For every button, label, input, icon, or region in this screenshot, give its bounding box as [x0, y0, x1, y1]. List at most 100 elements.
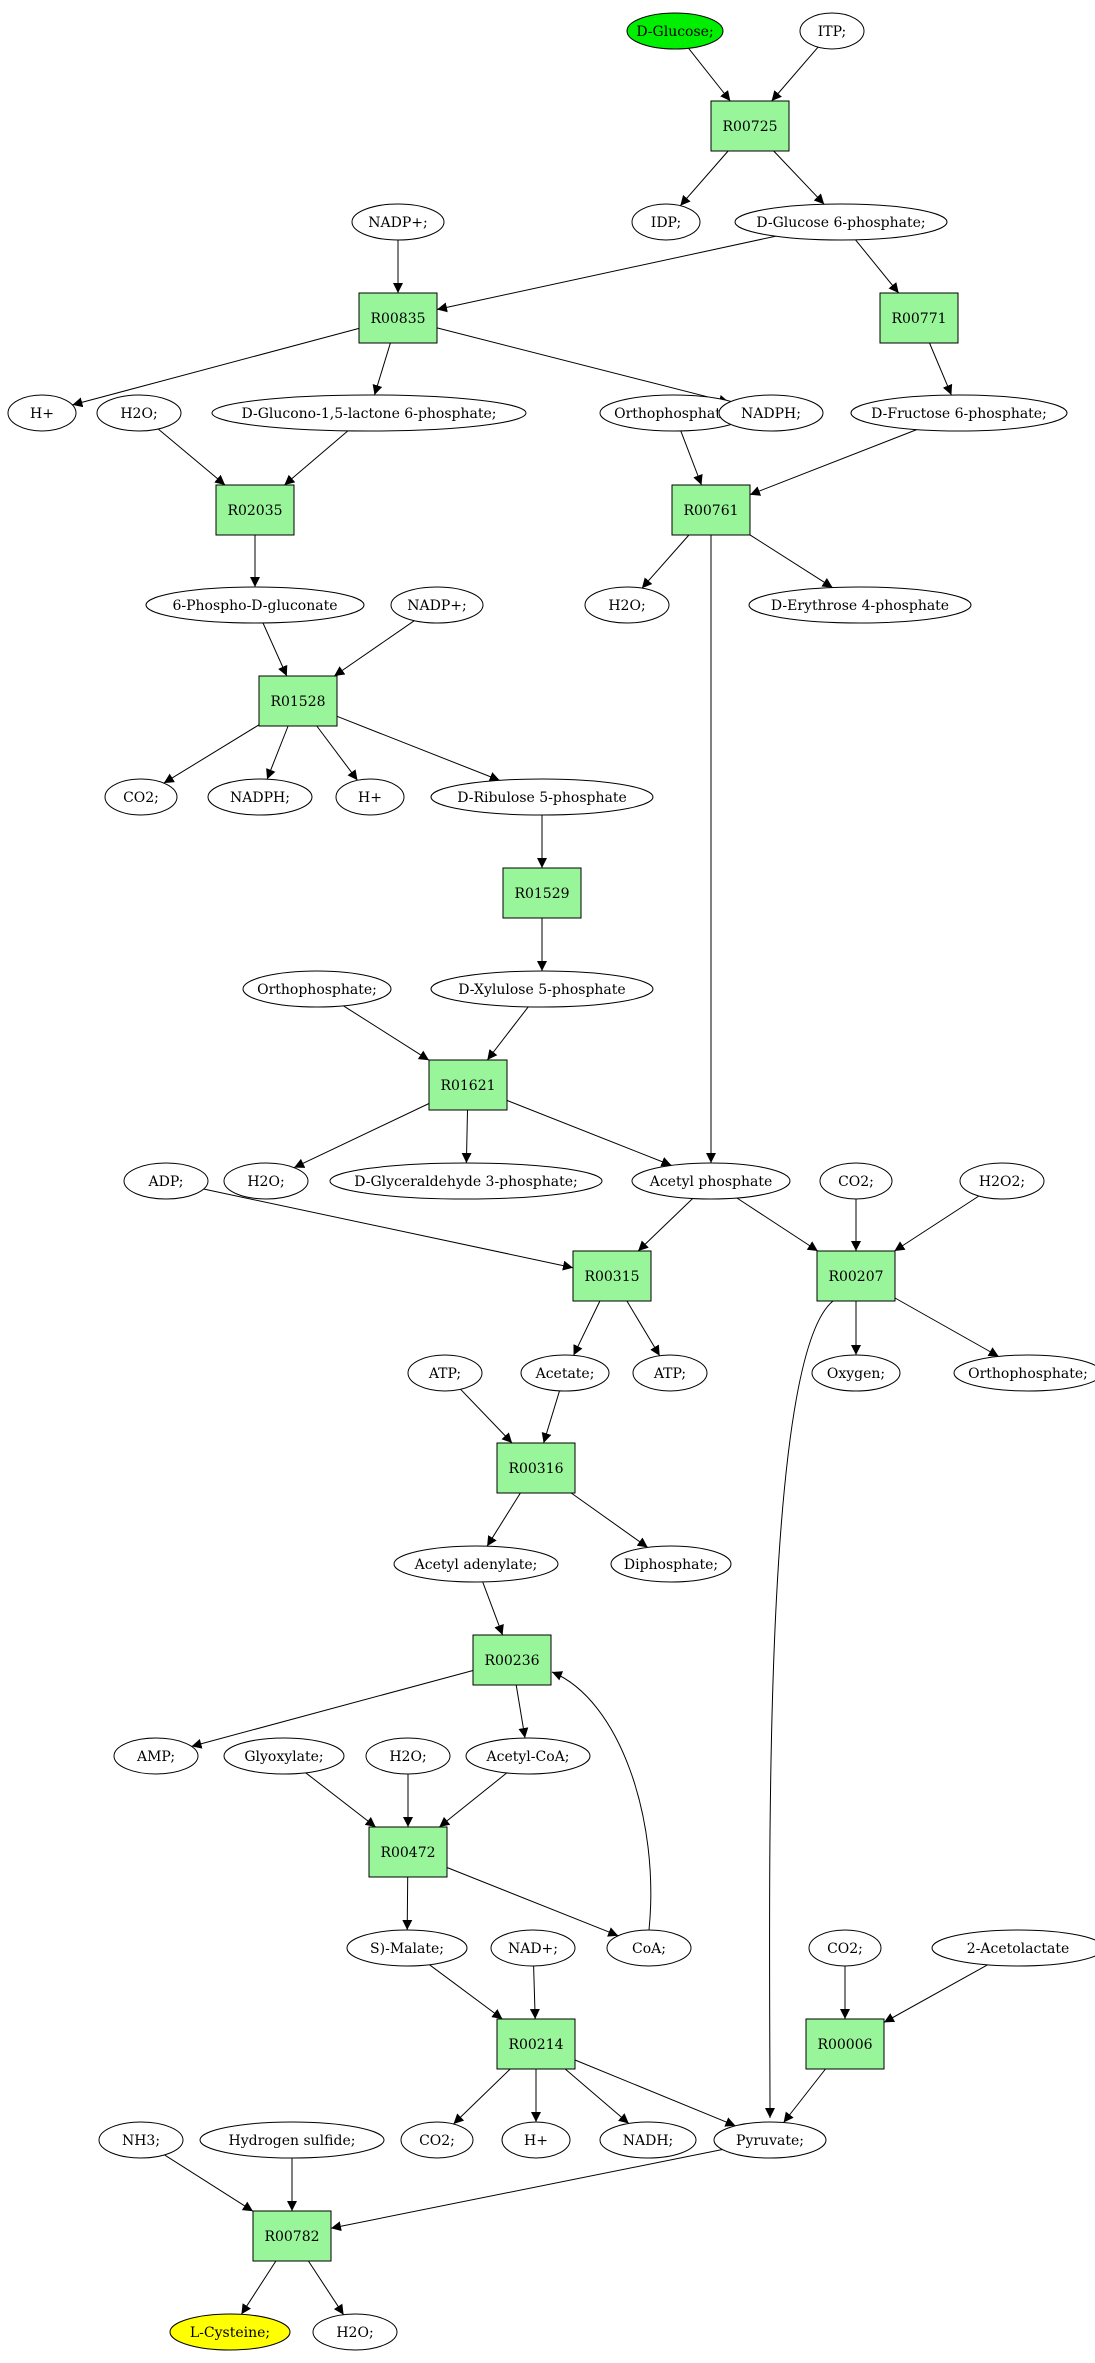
compound-ellipse	[734, 203, 948, 241]
edge-c_glucose-to-r00725	[688, 47, 731, 102]
reaction-box	[805, 2018, 885, 2070]
node-label: ATP;	[653, 1366, 686, 1382]
reaction-box	[879, 292, 959, 344]
reaction-box	[710, 100, 790, 152]
edge-r01621-to-c_h2o_c	[293, 1103, 430, 1169]
reaction-box	[671, 484, 751, 536]
compound-node-c_f6p: D-Fructose 6-phosphate;	[850, 394, 1068, 432]
node-label: R01529	[514, 886, 569, 902]
compound-ellipse	[335, 778, 405, 816]
compound-ellipse	[430, 778, 654, 816]
edge-c_acetolac-to-r00006	[883, 1964, 988, 2023]
compound-ellipse	[98, 2121, 184, 2159]
compound-ellipse	[631, 1162, 791, 1200]
edge-r00316-to-c_acad	[486, 1492, 521, 1547]
edge-c_adp-to-r00315	[203, 1188, 574, 1271]
node-label: NADH;	[623, 2133, 674, 2149]
edge-c_acad-to-r00236	[482, 1581, 504, 1636]
compound-ellipse	[96, 394, 182, 432]
compound-ellipse	[199, 2121, 385, 2159]
node-label: H+	[524, 2133, 548, 2149]
compound-ellipse	[520, 1354, 610, 1392]
node-label: H+	[358, 790, 382, 806]
compound-ellipse	[145, 586, 365, 624]
compound-ellipse	[7, 394, 77, 432]
edge-c_accoa-to-r00472	[438, 1772, 508, 1828]
compound-node-c_orthop1: Orthophosphate;	[599, 394, 749, 432]
reaction-node-r00315: R00315	[572, 1250, 652, 1302]
edge-c_xu5p-to-r01621	[486, 1006, 529, 1061]
compound-node-c_h2o_c: H2O;	[223, 1162, 309, 1200]
edge-c_orthop2-to-r01621	[343, 1005, 430, 1061]
compound-ellipse	[713, 2121, 827, 2159]
node-label: CO2;	[827, 1941, 863, 1957]
compound-ellipse	[631, 203, 701, 241]
edge-r00782-to-c_h2o_e	[307, 2260, 345, 2315]
compound-ellipse	[626, 12, 724, 50]
node-label: H2O;	[247, 1174, 284, 1190]
edge-r01621-to-c_g3p	[461, 1109, 472, 1164]
edge-c_itp-to-r00725	[771, 46, 819, 102]
node-label: Acetyl-CoA;	[486, 1749, 570, 1765]
compound-ellipse	[632, 1354, 708, 1392]
edge-c_malate-to-r00214	[429, 1964, 503, 2020]
compound-ellipse	[799, 12, 865, 50]
reaction-node-r00771: R00771	[879, 292, 959, 344]
compound-node-c_co2_a: CO2;	[104, 778, 178, 816]
compound-ellipse	[312, 2313, 398, 2351]
edge-r00006-to-c_pyruvate	[783, 2068, 826, 2123]
compound-ellipse	[718, 394, 824, 432]
node-label: D-Xylulose 5-phosphate	[458, 982, 625, 998]
compound-ellipse	[490, 1929, 576, 1967]
reaction-box	[496, 2018, 576, 2070]
node-label: D-Glucose 6-phosphate;	[756, 215, 925, 231]
node-label: NADPH;	[230, 790, 290, 806]
edge-r01528-to-c_ru5p	[336, 715, 500, 782]
reaction-node-r01529: R01529	[502, 867, 582, 919]
reaction-box	[472, 1634, 552, 1686]
node-label: Oxygen;	[827, 1366, 885, 1382]
node-label: H2O;	[336, 2325, 373, 2341]
node-label: D-Glyceraldehyde 3-phosphate;	[354, 1174, 577, 1190]
reaction-node-r00006: R00006	[805, 2018, 885, 2070]
edge-r00236-to-c_accoa	[515, 1684, 529, 1739]
node-label: D-Glucose;	[636, 24, 713, 40]
edge-c_acp-to-r00315	[637, 1198, 694, 1252]
compound-ellipse	[365, 1737, 451, 1775]
compound-node-c_h3: H+	[501, 2121, 571, 2159]
compound-node-c_nadp2: NADP+;	[390, 586, 484, 624]
compound-ellipse	[123, 1162, 209, 1200]
node-label: H+	[30, 406, 54, 422]
reaction-node-r01621: R01621	[428, 1059, 508, 1111]
compound-node-c_amp: AMP;	[113, 1737, 199, 1775]
node-label: IDP;	[651, 215, 681, 231]
edge-r00315-to-c_acetate	[573, 1300, 601, 1356]
reaction-box	[502, 867, 582, 919]
node-label: R01621	[440, 1078, 495, 1094]
edge-c_glucono-to-r02035	[284, 430, 349, 486]
compound-ellipse	[953, 1354, 1095, 1392]
compound-ellipse	[599, 2121, 697, 2159]
compound-node-c_co2_d: CO2;	[400, 2121, 474, 2159]
edge-c_acp-to-r00207	[736, 1197, 819, 1252]
compound-ellipse	[430, 970, 654, 1008]
node-label: Orthophosphate;	[257, 982, 377, 998]
compound-node-c_h2o2: H2O2;	[959, 1162, 1045, 1200]
compound-ellipse	[465, 1737, 591, 1775]
node-label: AMP;	[136, 1749, 175, 1765]
compound-node-c_pyruvate: Pyruvate;	[713, 2121, 827, 2159]
compound-ellipse	[811, 1354, 901, 1392]
edge-c_coa-to-r00236	[551, 1671, 652, 1931]
node-label: CO2;	[838, 1174, 874, 1190]
edge-c_g6p-to-r00835	[436, 235, 776, 313]
node-label: R00316	[508, 1461, 563, 1477]
compound-ellipse	[931, 1929, 1095, 1967]
compound-ellipse	[850, 394, 1068, 432]
edge-c_nad-to-r00214	[529, 1965, 540, 2020]
node-label: ITP;	[818, 24, 847, 40]
node-label: CO2;	[419, 2133, 455, 2149]
node-label: R00835	[370, 311, 425, 327]
compound-ellipse	[223, 1737, 345, 1775]
reaction-node-r00214: R00214	[496, 2018, 576, 2070]
